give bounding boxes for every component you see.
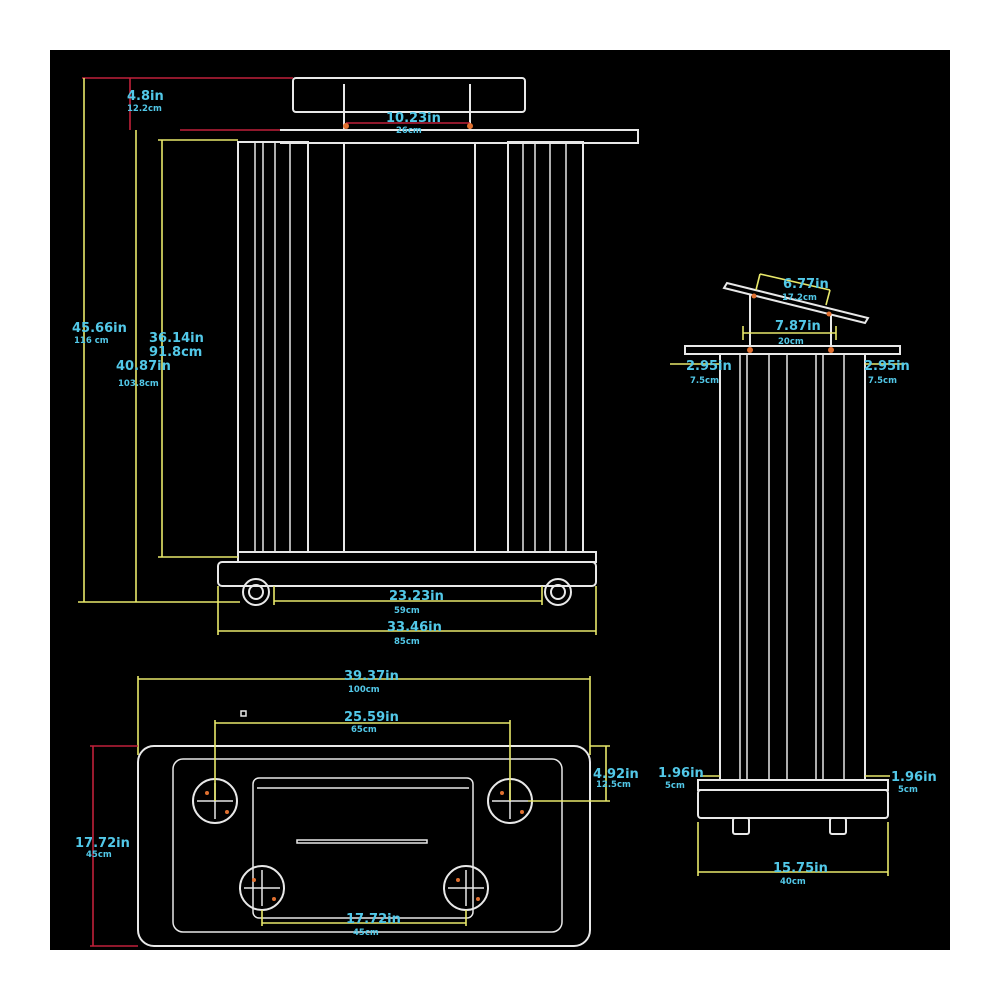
top-panel bbox=[252, 777, 474, 919]
total-height-in: 45.66in bbox=[72, 321, 127, 336]
height-to-top-in: 40.87in bbox=[116, 359, 171, 374]
dim-book-rest-tick bbox=[825, 289, 831, 306]
depth-cm: 45cm bbox=[86, 850, 112, 860]
base-board bbox=[217, 561, 597, 587]
side-base-width-cm: 40cm bbox=[780, 877, 806, 887]
dim-book-rest-tick bbox=[755, 273, 761, 291]
caster-left-hub bbox=[248, 584, 264, 600]
support-spacing-in: 7.87in bbox=[775, 319, 821, 334]
top-width-cm: 100cm bbox=[348, 685, 380, 695]
anchor-point bbox=[467, 123, 473, 129]
wheel-inset-in: 4.92in bbox=[593, 767, 639, 782]
caster-left bbox=[242, 578, 270, 606]
drawing-svg: 4.8in 12.2cm 10.23in 26cm 45.66in 116 cm… bbox=[72, 77, 937, 947]
body-height-cm: 91.8cm bbox=[149, 345, 202, 360]
caster-right bbox=[544, 578, 572, 606]
top-overhang-right-cm: 7.5cm bbox=[868, 376, 897, 386]
base-overhang-right-cm: 5cm bbox=[898, 785, 918, 795]
top-center-slot bbox=[296, 839, 428, 844]
book-rest bbox=[292, 77, 526, 113]
total-height-cm: 116 cm bbox=[74, 336, 109, 346]
top-inner-outline bbox=[172, 758, 563, 933]
front-wheel-spacing-in: 17.72in bbox=[346, 912, 401, 927]
book-rest-gap-in: 10.23in bbox=[386, 111, 441, 126]
wheel-inset-cm: 12.5cm bbox=[596, 780, 631, 790]
book-rest-gap-cm: 26cm bbox=[396, 126, 422, 136]
top-outline bbox=[137, 745, 591, 947]
side-view: 6.77in 17.2cm 7.87in 20cm 2.95in 7.5cm 2… bbox=[658, 273, 937, 887]
side-caster-right bbox=[829, 817, 847, 835]
top-slab bbox=[280, 129, 639, 144]
anchor-point bbox=[828, 347, 834, 353]
top-marker bbox=[240, 710, 247, 717]
base-width-in: 33.46in bbox=[387, 620, 442, 635]
book-rest-length-cm: 17.2cm bbox=[782, 293, 817, 303]
technical-drawing: 4.8in 12.2cm 10.23in 26cm 45.66in 116 cm… bbox=[50, 50, 950, 950]
inner-width-in: 23.23in bbox=[389, 589, 444, 604]
base-overhang-right-in: 1.96in bbox=[891, 770, 937, 785]
anchor-point bbox=[826, 311, 832, 317]
top-offset-cm: 12.2cm bbox=[127, 104, 162, 114]
side-base-width-in: 15.75in bbox=[773, 861, 828, 876]
column-left bbox=[237, 141, 309, 553]
rear-wheel-spacing-cm: 65cm bbox=[351, 725, 377, 735]
top-overhang-left-in: 2.95in bbox=[686, 359, 732, 374]
base-overhang-left-in: 1.96in bbox=[658, 766, 704, 781]
top-width-in: 39.37in bbox=[344, 669, 399, 684]
wheel-front-left bbox=[239, 865, 285, 911]
column-right bbox=[507, 141, 584, 553]
rear-wheel-spacing-in: 25.59in bbox=[344, 710, 399, 725]
side-base-board bbox=[697, 789, 889, 819]
side-book-rest bbox=[722, 281, 870, 325]
base-width-cm: 85cm bbox=[394, 637, 420, 647]
top-view: 39.37in 100cm 25.59in 65cm 4.92in 12.5cm… bbox=[75, 669, 639, 947]
book-rest-length-in: 6.77in bbox=[783, 277, 829, 292]
top-offset-in: 4.8in bbox=[127, 89, 164, 104]
front-view: 4.8in 12.2cm 10.23in 26cm 45.66in 116 cm… bbox=[72, 77, 639, 647]
height-to-top-cm: 103.8cm bbox=[118, 379, 159, 389]
caster-right-hub bbox=[550, 584, 566, 600]
base-plinth bbox=[237, 551, 597, 563]
top-overhang-left-cm: 7.5cm bbox=[690, 376, 719, 386]
body-height-in: 36.14in bbox=[149, 331, 204, 346]
anchor-point bbox=[343, 123, 349, 129]
support-spacing-cm: 20cm bbox=[778, 337, 804, 347]
side-top-slab bbox=[684, 345, 901, 355]
dim-book-rest-length bbox=[759, 273, 831, 291]
top-overhang-right-in: 2.95in bbox=[864, 359, 910, 374]
anchor-point bbox=[747, 347, 753, 353]
side-base-plinth bbox=[697, 779, 889, 791]
base-overhang-left-cm: 5cm bbox=[665, 781, 685, 791]
inner-width-cm: 59cm bbox=[394, 606, 420, 616]
depth-in: 17.72in bbox=[75, 836, 130, 851]
front-wheel-spacing-cm: 45cm bbox=[353, 928, 379, 938]
wheel-front-right bbox=[443, 865, 489, 911]
anchor-point bbox=[751, 293, 757, 299]
side-caster-left bbox=[732, 817, 750, 835]
